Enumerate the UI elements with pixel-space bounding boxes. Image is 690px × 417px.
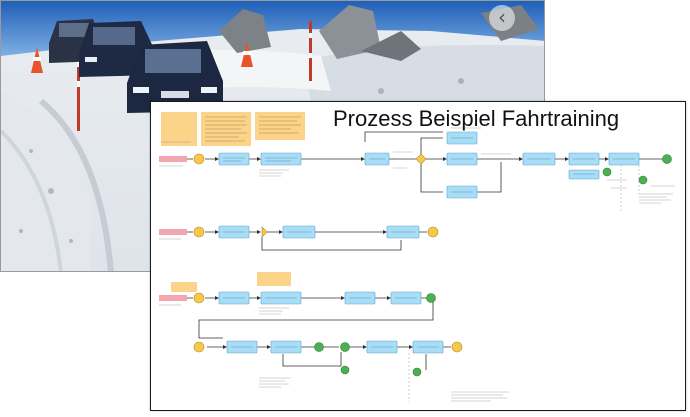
start-event [427, 226, 439, 238]
annotation-note [161, 112, 197, 146]
lane-marker [159, 295, 187, 301]
task [260, 152, 302, 166]
start-event [193, 292, 205, 304]
car-front [127, 41, 223, 113]
bpmn-diagram [159, 112, 675, 402]
annotation-note [257, 272, 291, 286]
gateway [415, 153, 427, 165]
lane-marker [159, 229, 187, 235]
end-event [340, 365, 350, 375]
end-event [340, 342, 350, 352]
slide-title: Prozess Beispiel Fahrtraining [333, 106, 620, 131]
start-event [193, 226, 205, 238]
start-event [451, 341, 463, 353]
lane-marker [159, 156, 187, 162]
process-slide: Prozess Beispiel Fahrtraining [150, 101, 686, 411]
end-event [638, 175, 648, 185]
task [568, 169, 600, 180]
gateway [261, 226, 268, 238]
annotation-note [255, 112, 305, 140]
end-event [602, 167, 612, 177]
end-event [314, 342, 324, 352]
chevron-left-icon[interactable]: ‹ [489, 5, 515, 31]
end-event [412, 367, 422, 377]
task [218, 152, 250, 166]
start-event [193, 341, 205, 353]
end-event [426, 293, 436, 303]
start-event [193, 153, 205, 165]
annotation-note [171, 282, 197, 292]
end-event [662, 154, 672, 164]
